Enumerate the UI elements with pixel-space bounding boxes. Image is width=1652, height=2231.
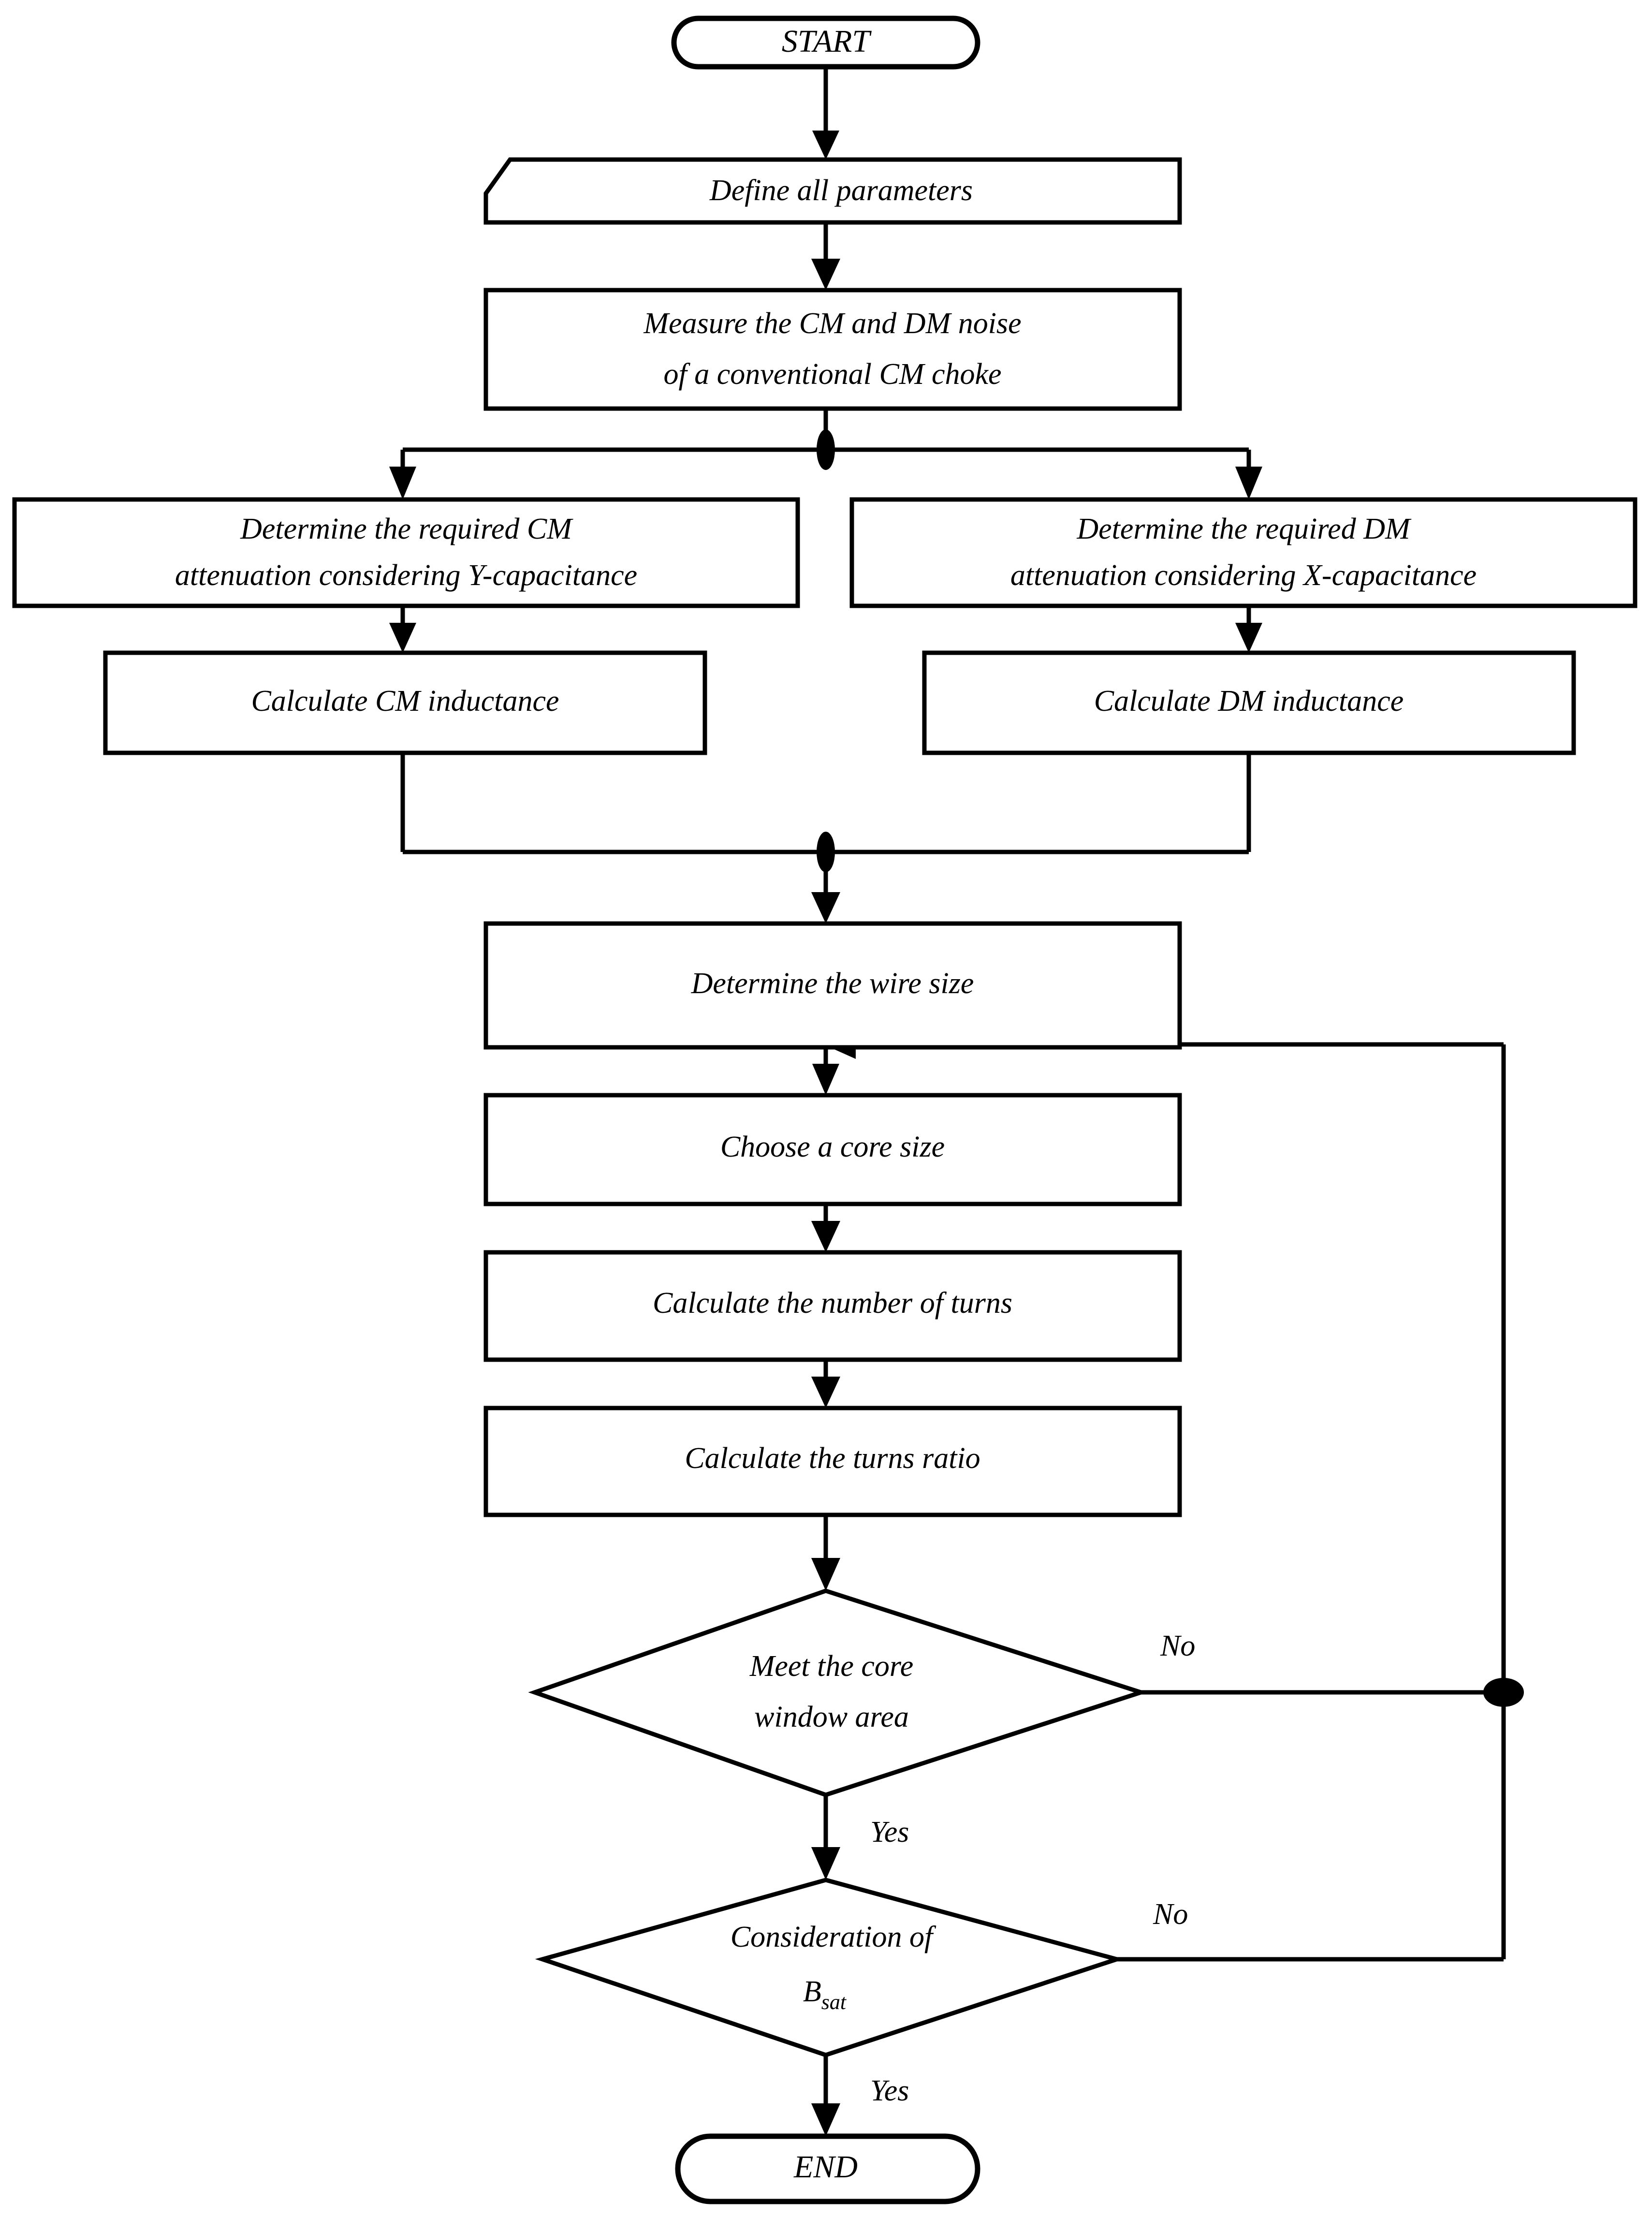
arrowhead-calc-dm	[1235, 623, 1262, 653]
decision-bsat-base: B	[803, 1975, 821, 2008]
determine-dm-line2: attenuation considering X-capacitance	[1010, 559, 1477, 592]
decision-core-window-line1: Meet the core	[749, 1650, 914, 1683]
determine-wire-size-label: Determine the wire size	[691, 967, 974, 1000]
calc-cm-inductance-label: Calculate CM inductance	[251, 685, 559, 718]
node-end[interactable]: END	[675, 2133, 980, 2204]
node-calc-dm-inductance[interactable]: Calculate DM inductance	[922, 650, 1576, 755]
edge-label-bsat-yes: Yes	[870, 2074, 909, 2107]
start-shape	[671, 15, 980, 70]
arrowhead-end	[811, 2103, 840, 2136]
calc-turns-ratio-label: Calculate the turns ratio	[685, 1442, 980, 1475]
node-determine-cm[interactable]: Determine the required CM attenuation co…	[12, 497, 800, 608]
arrowhead-decision-bsat	[811, 1847, 840, 1880]
calc-turns-ratio-shape	[483, 1406, 1182, 1517]
node-calc-turns-ratio[interactable]: Calculate the turns ratio	[483, 1406, 1182, 1517]
node-determine-wire-size[interactable]: Determine the wire size	[483, 921, 1182, 1050]
node-define-parameters[interactable]: Define all parameters	[483, 157, 1182, 225]
arrowhead-define	[812, 131, 839, 160]
node-determine-dm[interactable]: Determine the required DM attenuation co…	[849, 497, 1637, 608]
calc-number-of-turns-label: Calculate the number of turns	[653, 1287, 1012, 1320]
arrowhead-measure	[811, 259, 840, 290]
calc-number-of-turns-shape	[483, 1250, 1182, 1362]
determine-cm-shape	[12, 497, 800, 608]
calc-cm-inductance-shape	[103, 650, 707, 755]
decision-core-window-line2: window area	[754, 1701, 909, 1733]
arrowhead-turns	[811, 1221, 840, 1252]
arrowhead-determine-cm	[389, 467, 416, 499]
calc-dm-inductance-shape	[922, 650, 1576, 755]
define-parameters-label: Define all parameters	[709, 174, 973, 207]
calc-dm-inductance-label: Calculate DM inductance	[1094, 685, 1404, 718]
start-label: START	[782, 24, 872, 59]
arrowhead-decision-window	[811, 1558, 840, 1591]
node-measure-noise[interactable]: Measure the CM and DM noise of a convent…	[483, 288, 1182, 411]
junction-dot-split-top	[817, 429, 835, 470]
edge-label-core-window-yes: Yes	[870, 1816, 909, 1849]
node-start[interactable]: START	[671, 15, 980, 70]
arrowhead-ratio	[811, 1377, 840, 1408]
edge-label-bsat-no: No	[1153, 1898, 1188, 1931]
arrowhead-calc-cm	[389, 623, 416, 653]
node-decision-core-window[interactable]: Meet the core window area	[528, 1588, 1148, 1797]
define-parameters-shape	[483, 157, 1182, 225]
decision-bsat-shape	[535, 1878, 1125, 2057]
node-calc-number-of-turns[interactable]: Calculate the number of turns	[483, 1250, 1182, 1362]
choose-core-size-shape	[483, 1093, 1182, 1206]
determine-dm-line1: Determine the required DM	[1076, 513, 1412, 545]
determine-wire-size-shape	[483, 921, 1182, 1050]
measure-noise-shape	[483, 288, 1182, 411]
node-calc-cm-inductance[interactable]: Calculate CM inductance	[103, 650, 707, 755]
arrowhead-core-size	[812, 1064, 839, 1095]
decision-bsat-line1: Consideration of	[731, 1921, 936, 1953]
choose-core-size-label: Choose a core size	[720, 1130, 945, 1163]
decision-core-window-shape	[528, 1588, 1148, 1797]
arrowhead-wire-size	[811, 892, 840, 924]
measure-noise-line1: Measure the CM and DM noise	[643, 307, 1021, 340]
determine-cm-line1: Determine the required CM	[240, 513, 573, 545]
decision-bsat-subscript: sat	[821, 1990, 847, 2014]
end-label: END	[793, 2149, 858, 2185]
decision-bsat-line2: Bsat	[735, 1975, 898, 2018]
determine-dm-shape	[849, 497, 1637, 608]
arrowhead-determine-dm	[1235, 467, 1262, 499]
node-decision-bsat[interactable]: Consideration of Bsat	[535, 1878, 1125, 2057]
end-shape	[675, 2133, 980, 2204]
measure-noise-line2: of a conventional CM choke	[663, 358, 1001, 391]
determine-cm-line2: attenuation considering Y-capacitance	[175, 559, 637, 592]
edge-label-core-window-no: No	[1160, 1629, 1195, 1662]
node-choose-core-size[interactable]: Choose a core size	[483, 1093, 1182, 1206]
